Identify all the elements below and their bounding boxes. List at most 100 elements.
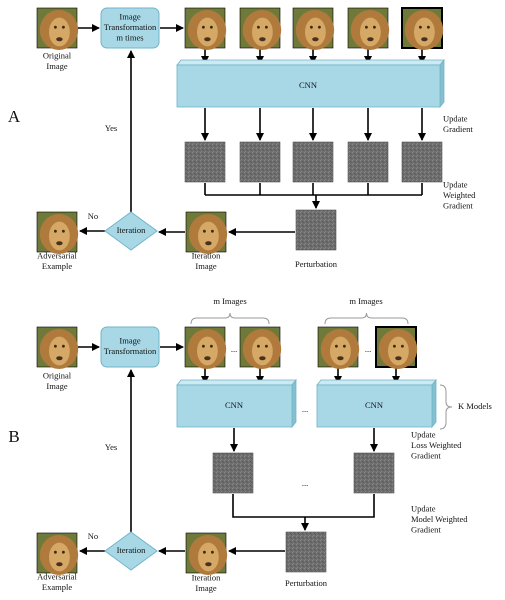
lion-face [49, 336, 70, 366]
cnn-box-b-1 [176, 378, 297, 429]
box-front [176, 64, 441, 108]
lion-eye [62, 229, 65, 233]
lion-nose [56, 356, 63, 361]
lion-eye [54, 550, 57, 554]
adversarial-example-b [36, 532, 79, 575]
lion-face [388, 336, 409, 366]
box-front [176, 384, 293, 428]
update-gradient-label-a: Update [443, 114, 468, 124]
image-transformation-label-b: Transformation [104, 346, 157, 356]
lion-eye [210, 344, 213, 348]
lion-eye [54, 229, 57, 233]
m-images-label-1: m Images [213, 296, 246, 306]
iteration-image-label-b: Iteration [192, 573, 222, 583]
cnn-box-b-2 [316, 378, 437, 429]
gradient-map-a [347, 141, 389, 183]
lion-nose [204, 37, 211, 42]
update-loss-weighted-label: Update [411, 429, 436, 439]
adversarial-example-a [36, 211, 79, 254]
adversarial-label-b: Example [42, 582, 72, 592]
lion-eye [419, 25, 422, 29]
cnn-label-b-1: CNN [225, 400, 243, 410]
perturbation-label-b: Perturbation [285, 578, 328, 588]
ellipsis-images-2: ... [365, 344, 371, 354]
lion-eye [265, 25, 268, 29]
panel-label-b: B [8, 427, 19, 446]
perturbation-a [295, 209, 337, 251]
lion-eye [203, 229, 206, 233]
iteration-label-b: Iteration [117, 545, 147, 555]
brace-group-2 [324, 312, 409, 325]
cnn-label-b-2: CNN [365, 400, 383, 410]
lion-nose [312, 37, 319, 42]
lion-eye [203, 550, 206, 554]
transformed-image-b [184, 326, 227, 369]
gradient-map-a [292, 141, 334, 183]
lion-eye [401, 344, 404, 348]
update-gradient-label-a: Gradient [443, 124, 473, 134]
iteration-decision-b [104, 531, 158, 571]
gradient-map-a [401, 141, 443, 183]
lion-eye [257, 25, 260, 29]
lion-face [252, 17, 273, 47]
transformed-image-a [239, 7, 282, 50]
lion-nose [204, 356, 211, 361]
lion-eye [54, 25, 57, 29]
lion-face [49, 221, 70, 251]
box-top [176, 59, 445, 66]
lion-nose [367, 37, 374, 42]
original-image-label-b: Image [46, 381, 67, 391]
ellipsis-models: ... [302, 404, 308, 414]
lion-nose [205, 562, 212, 567]
update-weighted-gradient-label-a: Weighted [443, 190, 476, 200]
lion-face [330, 336, 351, 366]
cnn-box-a [176, 58, 445, 109]
iteration-image-label-a: Iteration [192, 251, 222, 261]
box-front [316, 384, 433, 428]
lion-eye [202, 25, 205, 29]
lion-nose [205, 241, 212, 246]
lion-eye [202, 344, 205, 348]
original-image-label-b: Original [43, 371, 72, 381]
lion-nose [259, 356, 266, 361]
connector-lines [78, 24, 453, 555]
gradient-map-a [239, 141, 281, 183]
box-top [316, 379, 437, 386]
lion-eye [373, 25, 376, 29]
lion-nose [259, 37, 266, 42]
transformed-image-b [239, 326, 282, 369]
no-label-a: No [88, 211, 98, 221]
panel-label-a: A [8, 107, 21, 126]
image-transformation-label-a: Image [119, 11, 140, 21]
lion-face [49, 542, 70, 572]
update-weighted-gradient-label-a: Update [443, 179, 468, 189]
perturbation-b [285, 531, 327, 573]
update-loss-weighted-label: Gradient [411, 450, 441, 460]
transformed-image-a [347, 7, 390, 50]
ellipsis-gradients: ... [302, 478, 308, 488]
lion-face [198, 221, 219, 251]
loss-weighted-gradient-2 [353, 452, 395, 494]
update-model-weighted-label: Update [411, 503, 436, 513]
lion-nose [337, 356, 344, 361]
transformed-image-a [184, 7, 227, 50]
diagram-shapes [36, 7, 445, 575]
yes-label-b: Yes [105, 442, 117, 452]
gradient-merge-line [232, 494, 375, 518]
no-label-b: No [88, 531, 98, 541]
lion-eye [427, 25, 430, 29]
lion-eye [310, 25, 313, 29]
adversarial-label-a: Example [42, 261, 72, 271]
lion-face [305, 17, 326, 47]
lion-eye [54, 344, 57, 348]
adversarial-label-b: Adversarial [37, 572, 77, 582]
gradient-map-a [184, 141, 226, 183]
yes-label-a: Yes [105, 123, 117, 133]
transformed-image-b [375, 326, 418, 369]
box-side [431, 378, 437, 429]
update-model-weighted-label: Model Weighted [411, 514, 468, 524]
iteration-image-label-b: Image [195, 583, 216, 593]
lion-nose [56, 562, 63, 567]
lion-face [197, 336, 218, 366]
original-image-label-a: Original [43, 51, 72, 61]
